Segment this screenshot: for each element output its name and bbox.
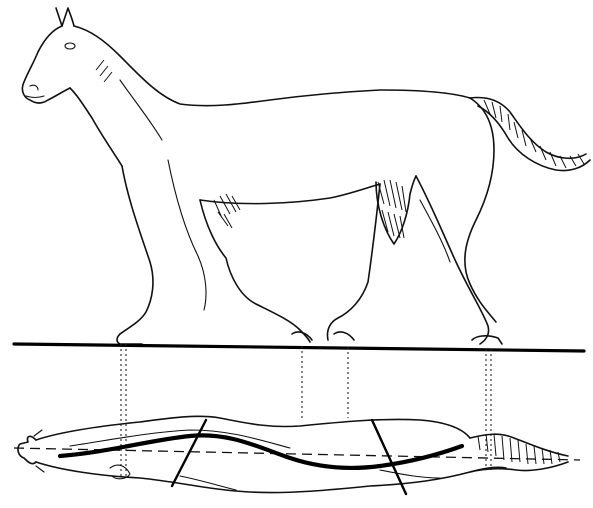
horse-front-leg-near — [120, 166, 153, 334]
top-view-legs — [110, 465, 440, 490]
ground-line — [14, 344, 584, 351]
horse-mid-hoofs — [292, 332, 354, 340]
horse-hind-leg-near — [416, 176, 489, 344]
horse-throat — [70, 88, 122, 166]
horse-front-leg-inner — [168, 160, 206, 310]
pelvis-axis-line — [372, 420, 406, 494]
horse-top-view — [14, 416, 580, 494]
horse-mane-marks — [96, 60, 112, 82]
horse-ears — [56, 8, 74, 26]
horse-nostril — [30, 85, 38, 90]
horse-elbow-hair — [214, 194, 240, 228]
top-view-ears — [34, 430, 44, 472]
horse-mouth — [26, 96, 44, 98]
horse-hind-leg-far — [327, 184, 380, 340]
horse-eye — [65, 43, 75, 49]
horse-front-leg-far — [200, 200, 310, 342]
horse-front-hoof — [117, 334, 142, 344]
horse-topline — [22, 26, 470, 106]
horse-side-view — [22, 8, 590, 344]
top-view-head — [18, 436, 36, 463]
horse-belly — [200, 184, 380, 204]
horse-gaskin — [420, 200, 450, 262]
